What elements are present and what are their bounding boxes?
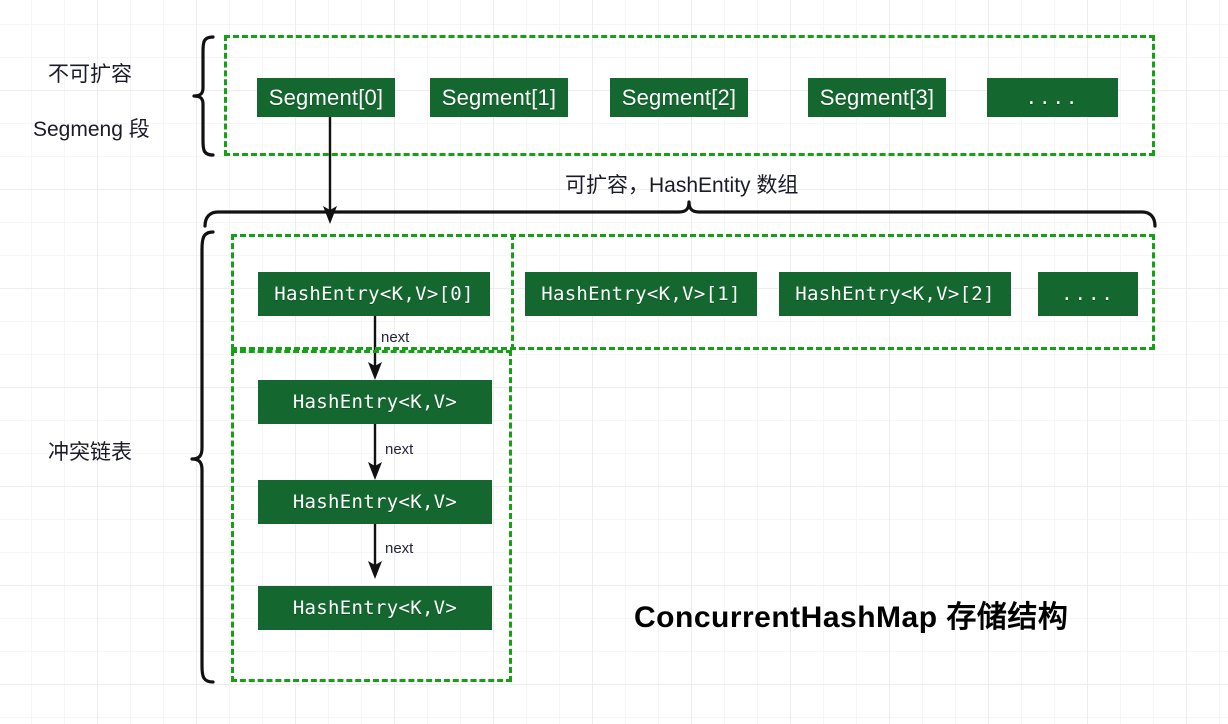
segment-box-ellipsis: .... xyxy=(987,78,1118,117)
hash-entry-box-0[interactable]: HashEntry<K,V>[0] xyxy=(258,272,490,316)
chain-group-brace xyxy=(190,230,215,684)
chain-group-label: 冲突链表 xyxy=(48,441,132,464)
hash-entry-box-ellipsis: .... xyxy=(1038,272,1138,316)
chain-node-2[interactable]: HashEntry<K,V> xyxy=(258,586,492,630)
segment-box-3[interactable]: Segment[3] xyxy=(808,78,946,117)
chain-node-0[interactable]: HashEntry<K,V> xyxy=(258,380,492,424)
segment-group-label-line2: Segmeng 段 xyxy=(33,118,150,141)
hash-entry-array-container xyxy=(231,234,1155,350)
array-group-brace xyxy=(203,200,1157,228)
array-group-label: 可扩容，HashEntity 数组 xyxy=(565,174,799,197)
segment-group-brace xyxy=(192,35,215,157)
segment-to-array-arrowhead xyxy=(323,206,337,224)
next-link-label-3: next xyxy=(385,540,414,557)
hash-entry-box-1[interactable]: HashEntry<K,V>[1] xyxy=(525,272,757,316)
hash-entry-box-2[interactable]: HashEntry<K,V>[2] xyxy=(779,272,1011,316)
collision-chain-container xyxy=(231,350,512,682)
diagram-title: ConcurrentHashMap 存储结构 xyxy=(634,601,1069,634)
segment-box-1[interactable]: Segment[1] xyxy=(430,78,568,117)
segment-box-0[interactable]: Segment[0] xyxy=(257,78,395,117)
chain-node-1[interactable]: HashEntry<K,V> xyxy=(258,480,492,524)
segment-box-2[interactable]: Segment[2] xyxy=(610,78,748,117)
next-link-label-2: next xyxy=(385,441,414,458)
segment-array-container xyxy=(224,35,1155,156)
hash-entry-array-divider xyxy=(511,234,514,350)
segment-group-label-line1: 不可扩容 xyxy=(48,63,132,86)
next-link-label-1: next xyxy=(381,329,410,346)
